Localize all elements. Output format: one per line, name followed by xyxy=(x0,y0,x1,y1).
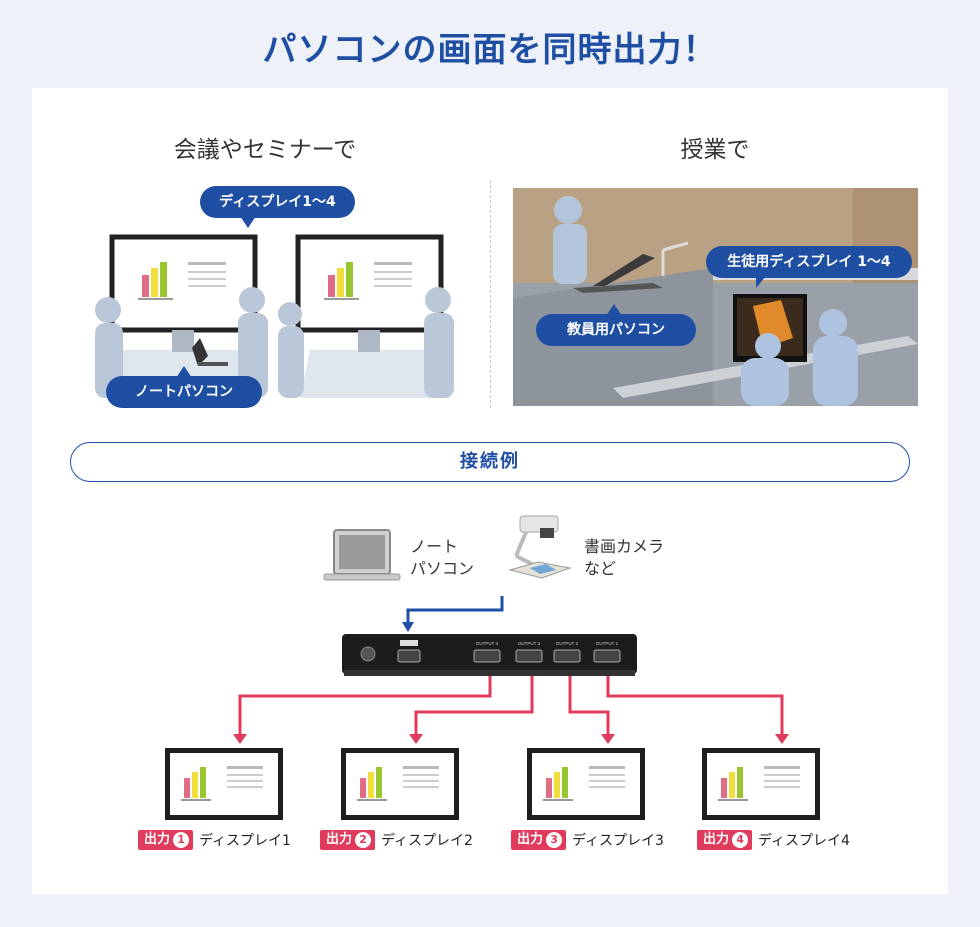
port-label-2: OUTPUT 3 xyxy=(518,641,541,646)
laptop-icon xyxy=(323,529,401,581)
output-line-4 xyxy=(606,676,784,736)
bubble-class-displays: 生徒用ディスプレイ 1～4 xyxy=(706,246,912,288)
meeting-scene-title: 会議やセミナーで xyxy=(173,137,357,163)
scene-divider xyxy=(490,180,491,408)
output-arrow-1 xyxy=(233,734,247,744)
output-line-1 xyxy=(238,676,492,736)
bubble-meeting-laptop: ノートパソコン xyxy=(106,366,262,408)
camera-label-line1: 書画カメラ xyxy=(584,537,665,556)
output-display-name-4: ディスプレイ4 xyxy=(758,833,850,849)
output-display-name-3: ディスプレイ3 xyxy=(572,833,664,849)
document-camera-icon xyxy=(508,515,572,579)
bubble-meeting-displays: ディスプレイ1～4 xyxy=(200,186,355,228)
input-arrow xyxy=(402,622,414,632)
output-line-2 xyxy=(414,676,534,736)
laptop-input-label: ノート パソコン xyxy=(410,536,474,580)
class-scene-title: 授業で xyxy=(680,137,750,163)
hdmi-splitter: OUTPUT 4 OUTPUT 3 OUTPUT 2 OUTPUT 1 xyxy=(342,634,637,676)
port-label-1: OUTPUT 4 xyxy=(476,641,499,646)
meeting-display-right xyxy=(295,234,444,352)
laptop-label-line1: ノート xyxy=(410,537,459,556)
port-label-3: OUTPUT 2 xyxy=(556,641,579,646)
input-cable-line xyxy=(406,596,504,626)
output-display-2 xyxy=(341,748,459,820)
output-line-3 xyxy=(568,676,610,736)
output-display-1 xyxy=(165,748,283,820)
output-arrow-2 xyxy=(409,734,423,744)
page-title: パソコンの画面を同時出力！ xyxy=(262,30,718,70)
output-display-name-1: ディスプレイ1 xyxy=(199,833,291,849)
bubble-class-teacher-pc: 教員用パソコン xyxy=(536,304,696,346)
camera-input-label: 書画カメラ など xyxy=(584,536,664,580)
camera-label-line2: など xyxy=(584,559,617,578)
meeting-laptop xyxy=(192,338,228,366)
meeting-table-right xyxy=(300,350,450,398)
meeting-display-left xyxy=(109,234,258,352)
splitter-output-ports xyxy=(473,649,621,663)
output-arrow-4 xyxy=(775,734,789,744)
port-label-4: OUTPUT 1 xyxy=(596,641,619,646)
laptop-label-line2: パソコン xyxy=(410,559,475,578)
output-display-3 xyxy=(527,748,645,820)
output-display-name-2: ディスプレイ2 xyxy=(381,833,473,849)
output-display-4 xyxy=(702,748,820,820)
connection-example-heading: 接続例 xyxy=(70,442,910,482)
output-arrow-3 xyxy=(601,734,615,744)
